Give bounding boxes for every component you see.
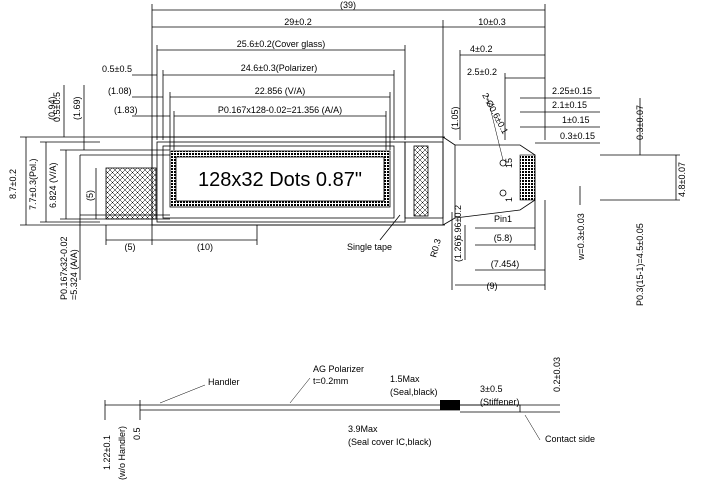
- label-stiffener: (Stiffener): [480, 397, 519, 407]
- dim-tail-105: (1.05): [450, 106, 460, 130]
- label-pin1: Pin1: [494, 214, 512, 224]
- dim-fpc-4: 4±0.2: [470, 44, 492, 54]
- dim-stiff: 3±0.5: [480, 384, 502, 394]
- seal-black: [440, 400, 460, 410]
- bottom-dimension-lines: [105, 98, 680, 290]
- top-dimension-lines: [132, 4, 600, 245]
- dim-h87: 8.7±0.2: [8, 169, 18, 199]
- left-labels: 8.7±0.2 7.7±0.3(Pol.) 6.824 (V/A) (5) 0.…: [8, 92, 95, 300]
- dim-fpc-225: 2.25±0.15: [552, 86, 592, 96]
- dim-b696: 6.96±0.2: [453, 205, 463, 240]
- dim-t094: (0.94): [47, 96, 57, 120]
- dim-r48: 4.8±0.07: [677, 162, 687, 197]
- right-labels: 0.3±0.07 4.8±0.07 w=0.3±0.03 P0.3(15-1)=…: [494, 105, 687, 306]
- seal-ic: [413, 145, 429, 217]
- dim-offset-v05: 0.5±0.5: [52, 92, 62, 122]
- display-text: 128x32 Dots 0.87": [198, 169, 362, 191]
- dim-va: 22.856 (V/A): [255, 86, 306, 96]
- dim-offset-183: (1.83): [114, 105, 138, 115]
- dim-w: w=0.3±0.03: [576, 213, 586, 261]
- label-wo-handler: (w/o Handler): [117, 426, 127, 480]
- dim-offset-05: 0.5±0.5: [102, 64, 132, 74]
- dim-h5: (5): [85, 190, 95, 201]
- dim-outline: 29±0.2: [284, 17, 311, 27]
- dim-t169: (1.69): [72, 96, 82, 120]
- dim-aa: P0.167x128-0.02=21.356 (A/A): [218, 105, 342, 115]
- dim-r03: 0.3±0.07: [635, 105, 645, 140]
- fpc-neck: [442, 136, 456, 226]
- label-seal-black: (Seal,black): [390, 387, 438, 397]
- dim-b126: (1.26): [453, 238, 463, 262]
- dim-h77: 7.7±0.3(Pol.): [28, 159, 38, 210]
- dim-h05: 0.5: [132, 427, 142, 440]
- dim-pitch: P0.3(15-1)=4.5±0.05: [635, 223, 645, 306]
- dim-b9: (9): [487, 281, 498, 291]
- label-pin15: 15: [504, 158, 514, 168]
- dim-fpc-03: 0.3±0.15: [560, 131, 595, 141]
- label-handler: Handler: [208, 377, 240, 387]
- dim-fpc-21: 2.1±0.15: [552, 100, 587, 110]
- dim-fpc-25: 2.5±0.2: [467, 67, 497, 77]
- fpc-contacts: [519, 154, 536, 201]
- label-seal-cover: (Seal cover IC,black): [348, 437, 432, 447]
- stiffener-shape: [460, 404, 521, 413]
- handler-hatch: [105, 167, 157, 220]
- dim-cover-glass: 25.6±0.2(Cover glass): [237, 39, 325, 49]
- dim-fpc-1: 1±0.15: [562, 115, 589, 125]
- dim-overall: (39): [340, 0, 356, 10]
- dim-thick: 0.2±0.03: [552, 357, 562, 392]
- ic-area: [404, 141, 444, 219]
- dim-offset-108: (1.08): [108, 86, 132, 96]
- display-label-box: [175, 156, 385, 202]
- dim-seal-cover-max: 3.9Max: [348, 424, 378, 434]
- top-labels: (39) 29±0.2 10±0.3 25.6±0.2(Cover glass)…: [102, 0, 595, 141]
- bottom-labels: (5) (10) Single tape R0.3 6.96±0.2 (1.26…: [125, 205, 520, 291]
- label-ag-pol: AG Polarizer: [313, 364, 364, 374]
- pin-hole-2: [499, 189, 507, 197]
- dim-h6824: 6.824 (V/A): [48, 162, 58, 208]
- dim-aa-v1: P0.167x32-0.02: [59, 236, 69, 300]
- polarizer-rect: [162, 145, 395, 219]
- dim-aa-v2: =5.324 (A/A): [69, 249, 79, 300]
- dim-tail: 10±0.3: [478, 17, 505, 27]
- dim-polarizer: 24.6±0.3(Polarizer): [241, 63, 317, 73]
- dim-seal-max: 1.5Max: [390, 374, 420, 384]
- label-pin1b: 1: [504, 197, 514, 202]
- dim-b58: (5.8): [494, 233, 513, 243]
- dim-b5: (5): [125, 242, 136, 252]
- dim-b10: (10): [197, 242, 213, 252]
- side-view: Handler AG Polarizer t=0.2mm 1.5Max (Sea…: [102, 357, 595, 480]
- label-single-tape: Single tape: [347, 242, 392, 252]
- module-outline: 128x32 Dots 0.87": [105, 94, 536, 226]
- dim-h122: 1.22±0.1: [102, 435, 112, 470]
- label-contact: Contact side: [545, 434, 595, 444]
- hole-leader: [486, 94, 504, 161]
- label-t02: t=0.2mm: [313, 376, 348, 386]
- dim-b7454: (7.454): [491, 259, 520, 269]
- dim-r03: R0.3: [428, 238, 443, 259]
